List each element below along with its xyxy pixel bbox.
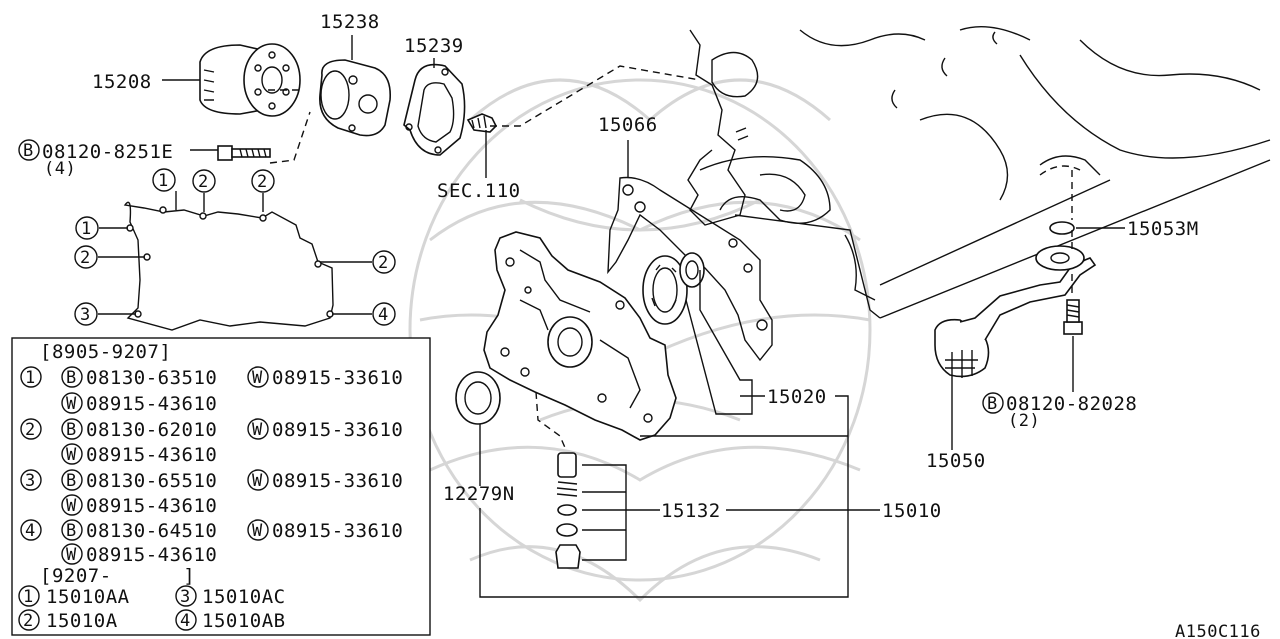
callout-4-right: 4 — [378, 305, 389, 325]
dashed-connectors — [268, 65, 1073, 451]
legend-row3-w2-marker: W — [66, 496, 77, 516]
legend-range-1: [8905-9207] — [40, 341, 171, 363]
callout-1-top: 1 — [158, 171, 169, 191]
bolt-strainer — [1063, 299, 1083, 335]
legend-row3-washer1: 08915-33610 — [272, 470, 403, 492]
diagram-code: A150C116 — [1175, 622, 1261, 639]
callout-2-left: 2 — [80, 248, 91, 268]
label-bolt-strainer-qty: (2) — [1008, 411, 1040, 431]
legend-row4-w-marker: W — [252, 521, 263, 541]
legend-row1-bolt: 08130-63510 — [86, 367, 217, 389]
label-bolt-filter-qty: (4) — [44, 159, 76, 179]
label-12279n: 12279N — [443, 483, 515, 505]
leader-lines — [98, 35, 1125, 598]
label-15010: 15010 — [882, 500, 942, 522]
filter-bracket — [319, 59, 392, 137]
bolt-filter-mount — [217, 145, 271, 161]
label-bolt-filter: 08120-8251E — [42, 141, 173, 163]
relief-valve-kit — [555, 452, 581, 569]
legend-gasket1: 15010AA — [46, 586, 130, 608]
legend-row1-num: 1 — [25, 368, 36, 388]
legend-row2-washer2: 08915-43610 — [86, 444, 217, 466]
label-15132: 15132 — [661, 500, 721, 522]
legend-row2-num: 2 — [25, 420, 36, 440]
label-15066: 15066 — [598, 114, 658, 136]
legend-row4-bolt: 08130-64510 — [86, 520, 217, 542]
label-15053m: 15053M — [1127, 218, 1199, 240]
label-15208: 15208 — [92, 71, 152, 93]
label-sec110: SEC.110 — [437, 180, 521, 202]
crank-front-seal — [455, 371, 501, 425]
legend-range-2: [9207- ] — [40, 565, 195, 587]
legend-gasket1-num: 1 — [23, 587, 34, 607]
legend-row2-washer1: 08915-33610 — [272, 419, 403, 441]
oil-fitting — [466, 113, 497, 133]
legend-row4-w2-marker: W — [66, 545, 77, 565]
marker-b-strainer: B — [987, 394, 998, 414]
engine-block — [687, 25, 1271, 319]
legend-row1-washer1: 08915-33610 — [272, 367, 403, 389]
part-labels: 15208 15238 15239 B 08120-8251E (4) SEC.… — [18, 11, 1261, 639]
filter-gasket — [403, 63, 466, 156]
legend-gasket4: 15010AB — [202, 610, 286, 632]
legend-row2-w2-marker: W — [66, 445, 77, 465]
callout-2-right: 2 — [378, 253, 389, 273]
front-cover-gasket — [607, 176, 773, 362]
gasket-callouts: 1 2 2 1 2 3 2 4 — [74, 168, 396, 326]
legend-row3-num: 3 — [25, 471, 36, 491]
legend-gasket4-num: 4 — [180, 611, 191, 631]
oil-strainer — [934, 221, 1097, 378]
legend-row4-b-marker: B — [66, 521, 77, 541]
legend-row2-bolt: 08130-62010 — [86, 419, 217, 441]
marker-b-circle — [18, 139, 40, 161]
label-15239: 15239 — [404, 35, 464, 57]
legend-row3-washer2: 08915-43610 — [86, 495, 217, 517]
legend-row2-b-marker: B — [66, 420, 77, 440]
callout-3-left: 3 — [80, 305, 91, 325]
legend-gasket3-num: 3 — [180, 587, 191, 607]
label-15020: 15020 — [767, 386, 827, 408]
oil-pump-rotor — [642, 252, 705, 325]
label-15050: 15050 — [926, 450, 986, 472]
label-15238: 15238 — [320, 11, 380, 33]
fastener-legend: [8905-9207] 1 B 08130-63510 W 08915-3361… — [11, 337, 431, 636]
legend-gasket2: 15010A — [46, 610, 118, 632]
legend-row4-washer1: 08915-33610 — [272, 520, 403, 542]
legend-row4-washer2: 08915-43610 — [86, 544, 217, 566]
legend-gasket2-num: 2 — [23, 611, 34, 631]
legend-gasket3: 15010AC — [202, 586, 286, 608]
label-bolt-strainer: 08120-82028 — [1006, 393, 1137, 415]
legend-row4-num: 4 — [25, 521, 36, 541]
oil-pan-gasket — [123, 201, 334, 331]
marker-b: B — [23, 141, 34, 161]
legend-row2-w-marker: W — [252, 420, 263, 440]
legend-row1-w2-marker: W — [66, 394, 77, 414]
legend-row3-b-marker: B — [66, 471, 77, 491]
callout-1-left: 1 — [81, 219, 92, 239]
legend-row1-w-marker: W — [252, 368, 263, 388]
legend-row3-w-marker: W — [252, 471, 263, 491]
oil-filter — [199, 43, 301, 117]
oil-pump-cover — [483, 231, 677, 441]
legend-row1-washer2: 08915-43610 — [86, 393, 217, 415]
callout-2-top-b: 2 — [257, 172, 268, 192]
callout-2-top-a: 2 — [198, 172, 209, 192]
marker-b-circle-strainer — [982, 392, 1004, 414]
legend-row1-b-marker: B — [66, 368, 77, 388]
legend-row3-bolt: 08130-65510 — [86, 470, 217, 492]
